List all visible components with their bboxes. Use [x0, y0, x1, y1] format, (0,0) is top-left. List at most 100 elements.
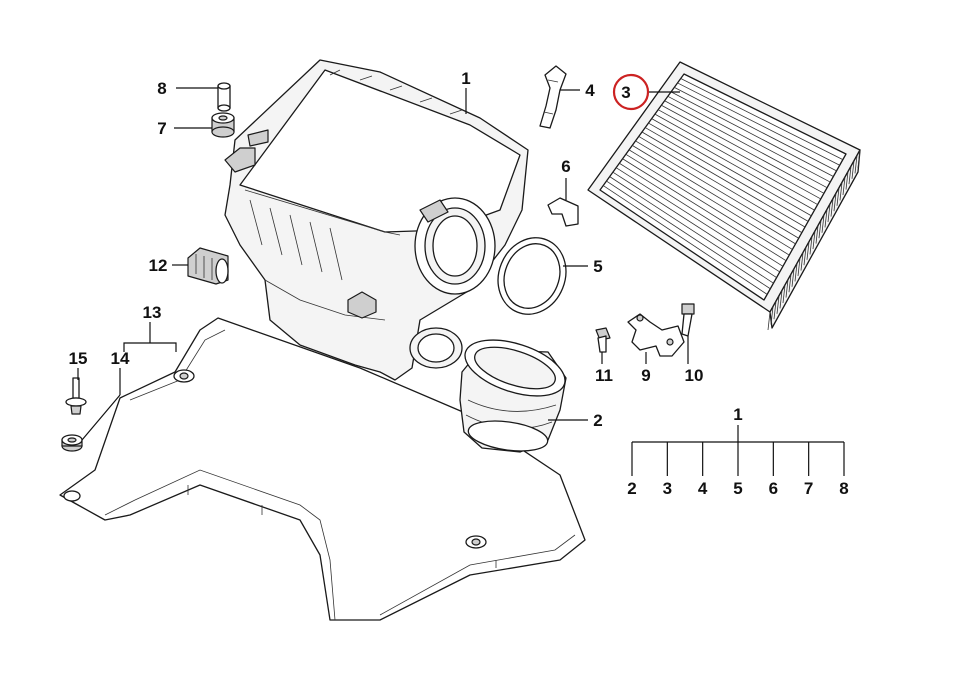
callout-8[interactable]: 8 — [157, 79, 166, 98]
filter-fringe-line — [842, 176, 846, 196]
filter-fringe-line — [836, 187, 840, 206]
bracket-part[interactable] — [627, 313, 685, 357]
legend-child-label: 8 — [839, 479, 848, 498]
bolt-15-part[interactable] — [65, 377, 87, 415]
callout-7[interactable]: 7 — [157, 119, 166, 138]
filter-fringe-line — [779, 290, 783, 309]
filter-pleat — [622, 158, 787, 262]
filter-fringe-line — [845, 171, 849, 190]
callout-14[interactable]: 14 — [111, 349, 130, 368]
filter-fringe-line — [797, 257, 801, 277]
bolt-10-part[interactable] — [681, 303, 695, 337]
filter-pleat — [677, 82, 840, 166]
callout-15[interactable]: 15 — [69, 349, 88, 368]
legend-root: 1 — [733, 405, 742, 424]
filter-pleat — [632, 145, 796, 245]
filter-pleat — [651, 118, 815, 211]
callout-6[interactable]: 6 — [561, 157, 570, 176]
damper-block-part[interactable] — [187, 247, 229, 285]
callout-4[interactable]: 4 — [585, 81, 595, 100]
grommet-part[interactable] — [61, 434, 83, 452]
intake-boot-part[interactable] — [458, 329, 572, 455]
sealing-ring-part[interactable] — [487, 227, 577, 324]
filter-fringe-line — [770, 306, 774, 325]
filter-pleat — [664, 100, 828, 189]
filter-fringe-line — [857, 149, 861, 169]
legend-child-label: 7 — [804, 479, 813, 498]
legend-child-label: 6 — [769, 479, 778, 498]
legend-child-label: 4 — [698, 479, 708, 498]
filter-fringe-line — [833, 193, 837, 212]
filter-fringe-line — [791, 268, 795, 287]
filter-fringe-line — [821, 214, 825, 233]
filter-pleat — [619, 162, 784, 267]
bolt-11-part[interactable] — [595, 327, 611, 353]
callout-labels: 1 2 3 4 5 6 7 8 9 10 11 12 13 14 15 — [69, 69, 704, 430]
legend-child-label: 3 — [663, 479, 672, 498]
pin-part[interactable] — [217, 82, 231, 112]
filter-pleat — [654, 113, 818, 205]
legend-children: 2 3 4 5 6 7 8 — [627, 442, 849, 498]
filter-fringe-line — [827, 203, 831, 223]
callout-3[interactable]: 3 — [621, 83, 630, 102]
engine-cover-part[interactable] — [59, 317, 586, 621]
filter-pleat — [635, 140, 799, 239]
filter-pleat — [615, 167, 780, 273]
filter-pleat — [625, 153, 790, 256]
callout-10[interactable]: 10 — [685, 366, 704, 385]
filter-fringe-line — [788, 274, 792, 293]
filter-fringe-line — [830, 198, 834, 217]
filter-fringe-line — [800, 252, 804, 271]
filter-pleat — [638, 136, 803, 233]
filter-fringe-line — [809, 236, 813, 255]
filter-pleat — [680, 78, 844, 160]
filter-fringe-line — [776, 295, 780, 314]
legend-child-label: 5 — [733, 479, 742, 498]
callout-11[interactable]: 11 — [595, 366, 613, 385]
filter-pleat — [603, 185, 768, 295]
filter-fringe-line — [851, 160, 855, 179]
highlight-ring — [612, 73, 650, 111]
filter-pleat — [609, 176, 774, 284]
filter-pleat — [667, 95, 831, 183]
filter-fringe-line — [812, 230, 816, 250]
legend-child-label: 2 — [627, 479, 636, 498]
filter-pleat — [641, 131, 806, 228]
filter-fringe-line — [848, 166, 852, 185]
filter-fringe-line — [803, 247, 807, 266]
filter-pleat — [612, 171, 777, 278]
filter-fringe-line — [782, 284, 786, 304]
filter-fringe-line — [806, 241, 810, 260]
filter-pleat — [628, 149, 793, 250]
air-filter-element-part[interactable] — [587, 61, 861, 331]
clamp-bracket-part[interactable] — [547, 197, 579, 227]
filter-pleat — [670, 91, 834, 177]
filter-fringe-line — [854, 155, 858, 174]
air-filter-housing-part[interactable] — [224, 59, 529, 381]
filter-pleat — [648, 122, 812, 217]
filter-fringe-line — [818, 220, 822, 239]
filter-pleat — [606, 180, 771, 290]
filter-fringe-line — [785, 279, 789, 298]
filter-pleat — [661, 104, 825, 194]
callout-1[interactable]: 1 — [461, 69, 470, 88]
clip-part[interactable] — [539, 65, 567, 129]
callout-12[interactable]: 12 — [149, 256, 168, 275]
filter-fringe-line — [815, 225, 819, 244]
callout-2[interactable]: 2 — [593, 411, 602, 430]
rubber-mount-part[interactable] — [211, 112, 235, 138]
filter-pleat — [657, 109, 821, 200]
callout-5[interactable]: 5 — [593, 257, 602, 276]
leader-lines — [77, 87, 689, 441]
assembly-legend: 1 2 3 4 5 6 7 8 — [627, 405, 848, 498]
callout-9[interactable]: 9 — [641, 366, 650, 385]
filter-fringe-line — [794, 263, 798, 282]
filter-fringe-line — [839, 182, 843, 201]
filter-pleat — [674, 87, 837, 172]
filter-fringe-line — [824, 209, 828, 228]
callout-13[interactable]: 13 — [143, 303, 162, 322]
filter-fringe-line — [767, 311, 771, 331]
filter-fringe-line — [773, 301, 777, 320]
filter-pleat — [645, 127, 809, 222]
